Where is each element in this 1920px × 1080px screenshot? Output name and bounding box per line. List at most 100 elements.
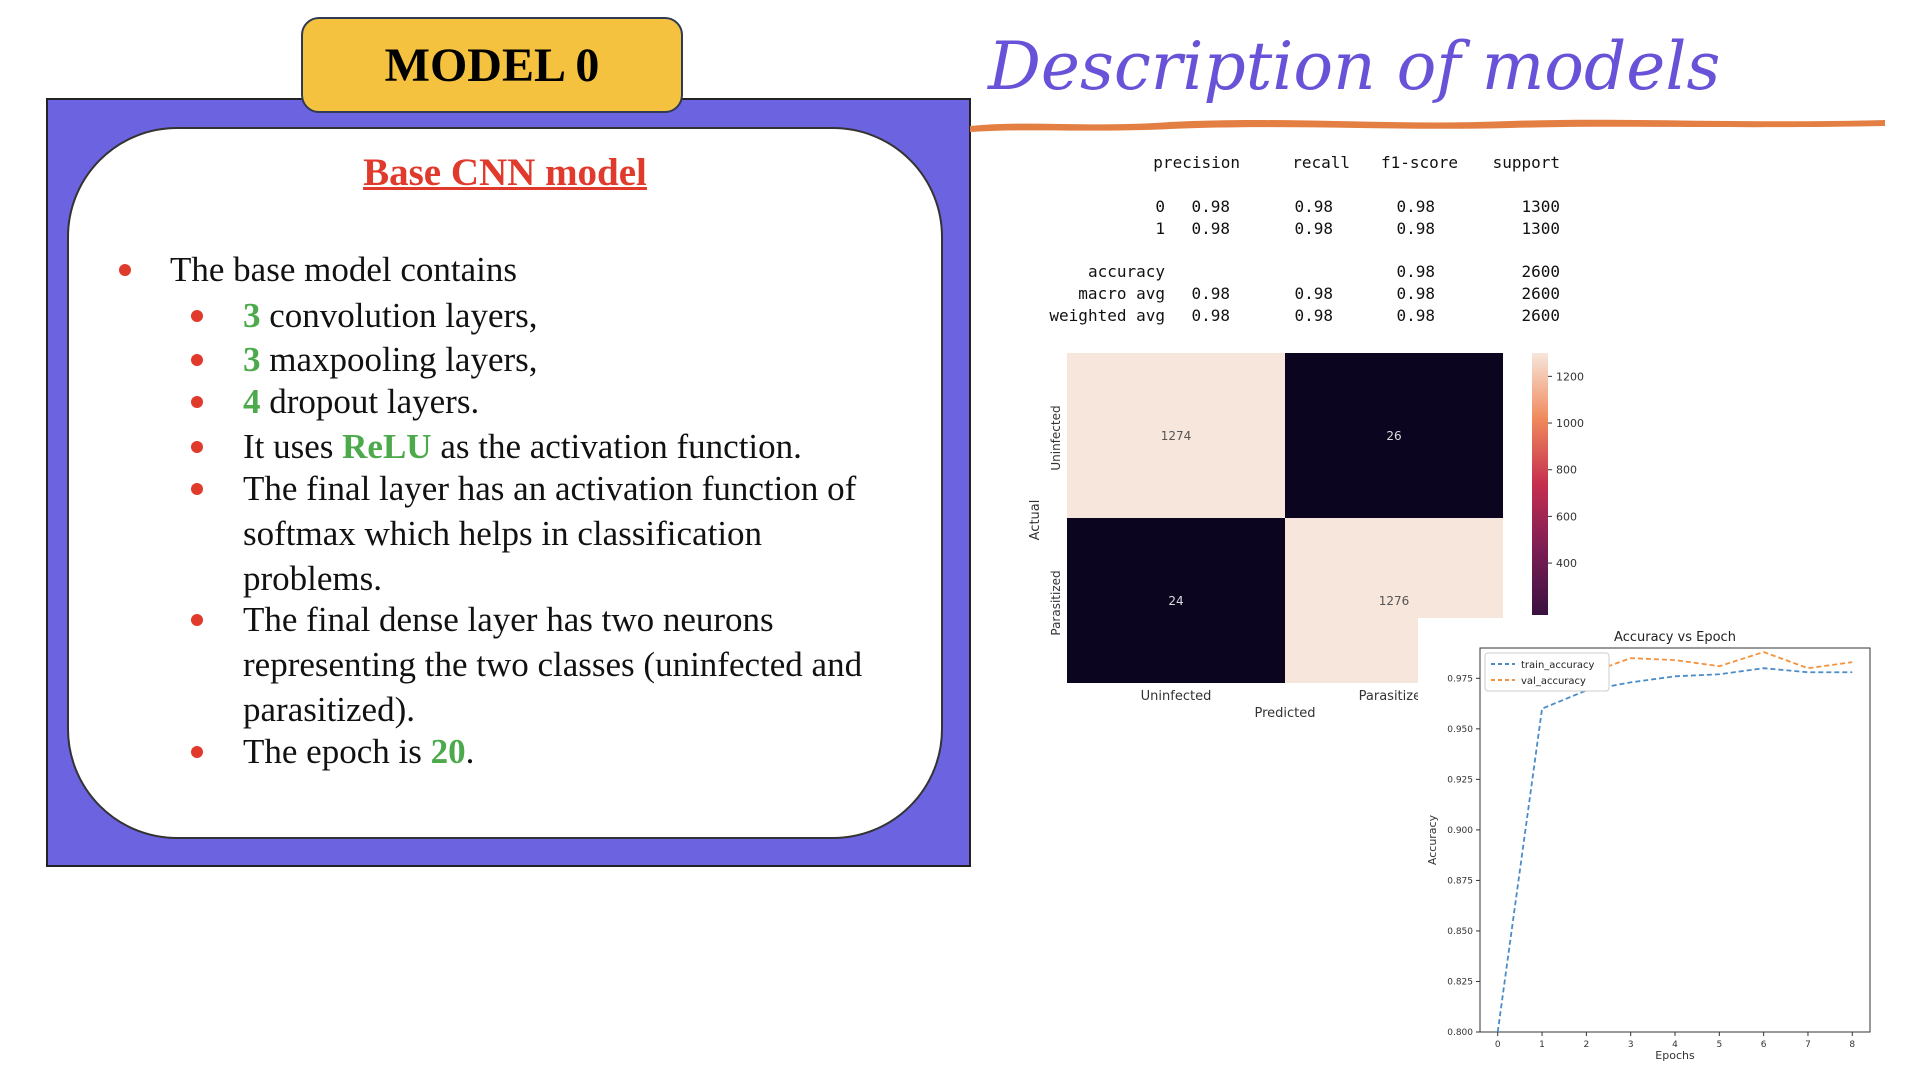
chart-title: Accuracy vs Epoch <box>1614 630 1736 645</box>
relu-post: as the activation function. <box>431 427 802 466</box>
report-row-label: 0 <box>1155 197 1165 216</box>
report-cell: 0.98 <box>1191 197 1230 216</box>
report-cell: 2600 <box>1521 262 1560 281</box>
y-ticks: 0.800 0.825 0.850 0.875 0.900 0.925 0.950 0.975 <box>1447 674 1480 1038</box>
report-cell: 0.98 <box>1191 219 1230 238</box>
heatmap-value: 24 <box>1168 594 1183 608</box>
report-row-label: accuracy <box>1087 262 1165 281</box>
report-cell: 0.98 <box>1191 284 1230 303</box>
bullet-final-l1: The final layer has an activation functi… <box>243 469 857 508</box>
legend: train_accuracy val_accuracy <box>1484 652 1610 692</box>
bullet-intro: The base model contains <box>170 250 517 289</box>
drop-text: dropout layers. <box>260 382 480 421</box>
bullet-pool: 3 maxpooling layers, <box>243 337 538 382</box>
x-axis-label: Predicted <box>1254 706 1315 721</box>
accuracy-chart: Accuracy vs Epoch 0.8000.8250.8500.8750.… <box>1418 618 1892 1068</box>
report-header: precision <box>1153 153 1240 172</box>
card-title: Base CNN model <box>363 151 647 194</box>
y-tick-label: 0.925 <box>1447 775 1473 785</box>
x-tick-label: 0 <box>1495 1040 1501 1050</box>
report-cell: 0.98 <box>1294 306 1333 325</box>
heatmap-value: 26 <box>1386 429 1401 443</box>
colorbar-tick-label: 800 <box>1556 464 1577 477</box>
legend-label: val_accuracy <box>1521 676 1586 687</box>
epoch-post: . <box>465 732 475 771</box>
bullet-dense-l3: parasitized). <box>243 690 415 729</box>
legend-label: train_accuracy <box>1521 660 1594 671</box>
report-row-label: weighted avg <box>1049 306 1165 325</box>
model-card <box>67 127 943 839</box>
report-cell: 2600 <box>1521 284 1560 303</box>
report-header: f1-score <box>1380 153 1458 172</box>
bullet-final-l2: softmax which helps in classification <box>243 514 763 553</box>
confusion-matrix: 1274 26 24 1276 Uninfected Parasitized A… <box>1028 353 1584 721</box>
bullet-epoch: The epoch is 20. <box>243 729 474 774</box>
x-tick-label: 7 <box>1805 1040 1811 1050</box>
heading: Description of models <box>988 28 1721 105</box>
y-tick-label: 0.950 <box>1447 725 1473 735</box>
bullet-dot <box>191 746 203 758</box>
y-tick-label: 0.975 <box>1447 674 1473 684</box>
bullet-relu: It uses ReLU as the activation function. <box>243 424 802 469</box>
x-tick-label: 4 <box>1672 1040 1678 1050</box>
x-tick-label: 3 <box>1628 1040 1634 1050</box>
y-tick-label: 0.825 <box>1447 977 1473 987</box>
epoch-pre: The epoch is <box>243 732 431 771</box>
x-tick-label: 1 <box>1539 1040 1545 1050</box>
bullet-dense-l2: representing the two classes (uninfected… <box>243 645 863 684</box>
colorbar-tick-label: 1200 <box>1556 370 1584 383</box>
bullet-dot <box>119 264 131 276</box>
report-header: support <box>1492 153 1560 172</box>
heatmap-cell <box>1067 518 1285 683</box>
y-tick-label: 0.875 <box>1447 876 1473 886</box>
heatmap-value: 1274 <box>1161 429 1192 443</box>
report-cell: 0.98 <box>1294 219 1333 238</box>
colorbar-tick-label: 1000 <box>1556 417 1584 430</box>
report-header: recall <box>1292 153 1350 172</box>
bullet-final-l3: problems. <box>243 559 383 598</box>
x-tick-label: 5 <box>1716 1040 1722 1050</box>
report-cell: 0.98 <box>1294 197 1333 216</box>
model-tag: MODEL 0 <box>301 17 683 113</box>
epoch-count: 20 <box>430 732 466 771</box>
x-tick-label: 2 <box>1583 1040 1589 1050</box>
bullet-dot <box>191 396 203 408</box>
report-cell: 0.98 <box>1396 284 1435 303</box>
report-cell: 0.98 <box>1396 306 1435 325</box>
report-cell: 2600 <box>1521 306 1560 325</box>
report-cell: 0.98 <box>1396 197 1435 216</box>
report-row-label: macro avg <box>1078 284 1165 303</box>
report-cell: 0.98 <box>1294 284 1333 303</box>
pool-text: maxpooling layers, <box>260 340 538 379</box>
drop-count: 4 <box>243 382 261 421</box>
pool-count: 3 <box>243 340 261 379</box>
brush-underline <box>970 119 1885 132</box>
bullet-dot <box>191 354 203 366</box>
x-axis-label: Epochs <box>1655 1049 1695 1062</box>
y-tick-label: Parasitized <box>1049 570 1063 635</box>
relu-word: ReLU <box>342 427 432 466</box>
x-tick-label: 6 <box>1761 1040 1767 1050</box>
bullet-conv: 3 convolution layers, <box>243 293 538 338</box>
bullet-dot <box>191 441 203 453</box>
colorbar <box>1532 353 1548 615</box>
report-cell: 0.98 <box>1396 219 1435 238</box>
report-cell: 0.98 <box>1191 306 1230 325</box>
bullet-dot <box>191 310 203 322</box>
y-tick-label: 0.850 <box>1447 927 1473 937</box>
report-cell: 1300 <box>1521 197 1560 216</box>
heatmap-value: 1276 <box>1379 594 1410 608</box>
heatmap-cell <box>1067 353 1285 518</box>
y-tick-label: 0.800 <box>1447 1028 1473 1038</box>
heatmap-cell <box>1285 353 1503 518</box>
bullet-drop: 4 dropout layers. <box>243 379 479 424</box>
y-tick-label: 0.900 <box>1447 826 1473 836</box>
x-tick-label: Uninfected <box>1141 689 1212 704</box>
y-axis-label: Accuracy <box>1426 814 1439 865</box>
x-tick-label: Parasitized <box>1359 689 1430 704</box>
report-cell: 0.98 <box>1396 262 1435 281</box>
report-cell: 1300 <box>1521 219 1560 238</box>
bullet-dot <box>191 483 203 495</box>
